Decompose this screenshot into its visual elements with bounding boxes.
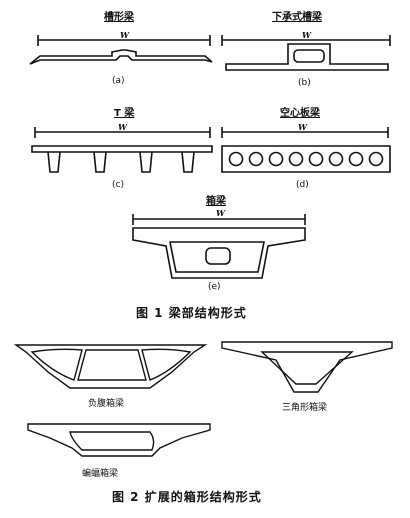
- ext-bat-box-girder: [27, 423, 211, 457]
- section-a-title: 槽形梁: [104, 12, 134, 23]
- section-b-through-girder: [221, 35, 391, 71]
- section-d-title: 空心板梁: [280, 108, 320, 119]
- section-d-width-label: W: [298, 122, 307, 132]
- section-b-title: 下承式槽梁: [272, 12, 322, 23]
- channel-beam-top: [29, 49, 213, 65]
- section-d-hollow-slab: [221, 127, 391, 173]
- section-a-width-label: W: [120, 30, 129, 40]
- section-e-title: 箱梁: [206, 196, 226, 207]
- bat-box-girder-label: 蝙蝠箱梁: [82, 469, 119, 479]
- figure-1-caption: 图 1 梁部结构形式: [136, 306, 247, 320]
- section-e-width-label: W: [216, 208, 225, 218]
- negative-web-box-girder-label: 负腹箱梁: [88, 399, 125, 409]
- section-e-tag: (e): [208, 282, 221, 292]
- section-c-t-beam: [31, 127, 213, 173]
- section-a-tag: (a): [112, 76, 125, 86]
- section-c-tag: (c): [112, 180, 124, 190]
- ext-triangular-box-girder: [221, 341, 393, 393]
- section-b-width-label: W: [302, 30, 311, 40]
- section-d-tag: (d): [296, 180, 309, 190]
- ext-negative-web-box-girder: [13, 344, 208, 389]
- triangular-box-girder-label: 三角形箱梁: [282, 403, 328, 413]
- section-c-title: T 梁: [114, 108, 135, 119]
- figure-2-caption: 图 2 扩展的箱形结构形式: [112, 490, 262, 504]
- section-c-width-label: W: [118, 122, 127, 132]
- section-a-channel-beam: [29, 35, 213, 65]
- section-e-box-girder: [132, 214, 306, 279]
- section-b-tag: (b): [298, 78, 311, 88]
